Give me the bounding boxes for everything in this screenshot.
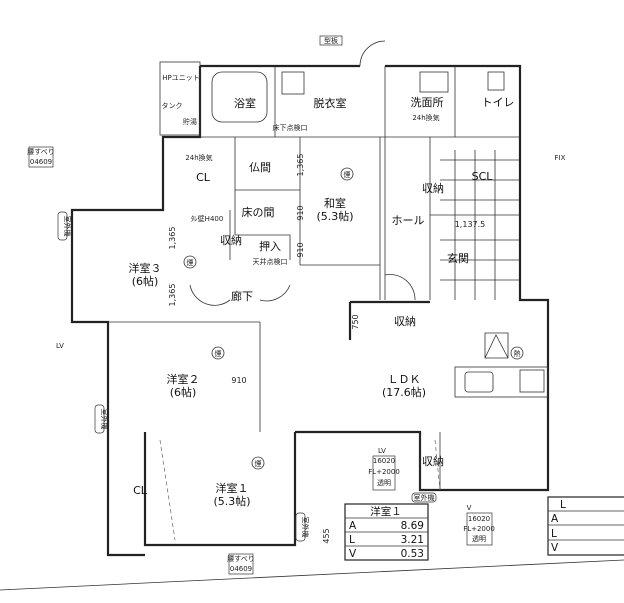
room-youshitsu2: 洋室２ — [167, 372, 200, 386]
window-tag-slide: 腰すべり — [227, 555, 255, 563]
window-tag-height: FL+2000 — [463, 525, 495, 533]
room-cl: CL — [133, 484, 148, 497]
room-storage: 収納 — [422, 455, 444, 468]
room-genkan: 玄関 — [447, 251, 469, 265]
bathtub — [211, 71, 268, 123]
room-bath: 浴室 — [234, 96, 256, 110]
area-table-key: V — [349, 548, 357, 560]
room-storage: 収納 — [220, 234, 242, 247]
room-storage: 収納 — [422, 182, 444, 195]
room-youshitsu2-size: (6帖) — [170, 386, 197, 399]
area-table-value: 8.69 — [401, 520, 424, 532]
floor-check-label: 床下点検口 — [273, 123, 308, 132]
room-tokonoma: 床の間 — [242, 205, 275, 219]
low-wall-label: ﾀﾚ壁H400 — [191, 214, 224, 223]
smoke-detector-label: 煙 — [255, 459, 262, 468]
room-ldk-size: (17.6帖) — [382, 386, 426, 399]
window-tag-size: 16020 — [373, 457, 395, 465]
area-table-value: 0.53 — [401, 548, 424, 560]
vent-label: 24h換気 — [412, 113, 439, 122]
room-washitsu-size: (5.3帖) — [316, 210, 353, 223]
area-table-partial: L A L V — [547, 496, 624, 556]
dimension-label: 1,365 — [168, 284, 177, 307]
window-tag-v: V — [467, 504, 472, 512]
fridge-icon — [484, 332, 509, 359]
stove-icon — [519, 369, 545, 393]
area-table-key: L — [551, 528, 557, 540]
dimension-label: 910 — [231, 376, 246, 385]
room-washroom: 洗面所 — [411, 96, 444, 109]
room-washitsu: 和室 — [324, 196, 346, 210]
toilet-fixture — [487, 71, 505, 91]
dimension-labels: 1,365 910 910 1,365 1,365 910 750 1,137.… — [168, 154, 485, 544]
window-tags: 型板 LV 16020 FL+2000 透明 V 16020 FL+2000 透… — [27, 35, 566, 575]
window-tag-code: 04609 — [230, 565, 252, 573]
vent-label: 24h換気 — [185, 153, 212, 162]
area-table-key: L — [560, 499, 566, 511]
window-tag-slide: 腰すべり — [27, 148, 55, 156]
smoke-detector-label: 煙 — [215, 349, 222, 358]
area-table-key: A — [551, 513, 559, 525]
outdoor-unit-label: 室外機 — [63, 216, 72, 237]
heat-detector-label: 熱 — [514, 349, 521, 358]
room-scl: SCL — [472, 170, 494, 183]
window-tag-height: FL+2000 — [368, 468, 400, 476]
room-ldk: ＬＤＫ — [388, 373, 421, 386]
area-table-key: A — [349, 520, 357, 532]
hp-unit-label: HPユニット — [162, 74, 200, 82]
outdoor-unit-label: 室外機 — [100, 409, 109, 430]
dimension-label: 910 — [296, 205, 305, 220]
dimension-label: 750 — [351, 314, 360, 329]
room-storage: 収納 — [394, 315, 416, 328]
room-youshitsu1: 洋室１ — [216, 481, 249, 495]
window-tag-lv: LV — [378, 447, 386, 455]
sink-vanity — [419, 71, 449, 93]
dimension-label: 455 — [322, 528, 331, 543]
window-tag-size: 16020 — [468, 515, 490, 523]
washer-pan — [281, 71, 305, 95]
room-labels: 浴室 脱衣室 洗面所 トイレ 仏間 CL 床の間 和室 (5.3帖) ホール S… — [129, 96, 515, 508]
room-cl: CL — [196, 171, 211, 184]
ground-line — [0, 559, 624, 591]
room-oshiire: 押入 — [259, 239, 281, 253]
attic-label: 天井点検口 — [253, 257, 288, 266]
room-hall: ホール — [392, 214, 425, 227]
window-tag-lv: LV — [56, 342, 64, 350]
smoke-detector-label: 煙 — [187, 258, 194, 267]
smoke-detectors: 煙 煙 煙 煙 熱 — [183, 167, 524, 470]
room-butsuma: 仏間 — [249, 161, 271, 174]
window-tag-glass: 透明 — [472, 535, 486, 543]
room-dressing: 脱衣室 — [314, 96, 347, 110]
room-youshitsu3: 洋室３ — [129, 261, 162, 275]
area-table-key: V — [551, 542, 559, 554]
outdoor-unit-label: 室外機 — [301, 517, 310, 538]
room-youshitsu1-size: (5.3帖) — [213, 495, 250, 508]
area-table: 洋室１ A 8.69 L 3.21 V 0.53 — [344, 503, 429, 561]
kitchen-sink — [464, 371, 494, 393]
window-tag-glass: 透明 — [377, 479, 391, 487]
storage-tank-label: 貯湯 — [183, 117, 197, 126]
area-table-key: L — [349, 534, 355, 546]
dimension-label: 1,365 — [168, 227, 177, 250]
walls — [70, 40, 550, 557]
kitchen-counter — [454, 366, 549, 398]
room-youshitsu3-size: (6帖) — [132, 275, 159, 288]
window-tag-top: 型板 — [324, 36, 338, 45]
dimension-label: 910 — [296, 242, 305, 257]
room-corridor: 廊下 — [231, 289, 253, 303]
dimension-label: 1,137.5 — [455, 220, 486, 229]
window-tag-fix: FIX — [555, 154, 566, 162]
room-toilet: トイレ — [482, 96, 515, 109]
window-tag-code: 04609 — [30, 158, 52, 166]
dimension-label: 1,365 — [296, 154, 305, 177]
area-table-value: 3.21 — [401, 534, 424, 546]
area-table-title: 洋室１ — [370, 505, 402, 518]
tile-grid — [440, 150, 520, 300]
outdoor-unit-label: 室外機 — [414, 493, 435, 502]
tank-label: タンク — [162, 101, 183, 110]
smoke-detector-label: 煙 — [344, 170, 351, 179]
